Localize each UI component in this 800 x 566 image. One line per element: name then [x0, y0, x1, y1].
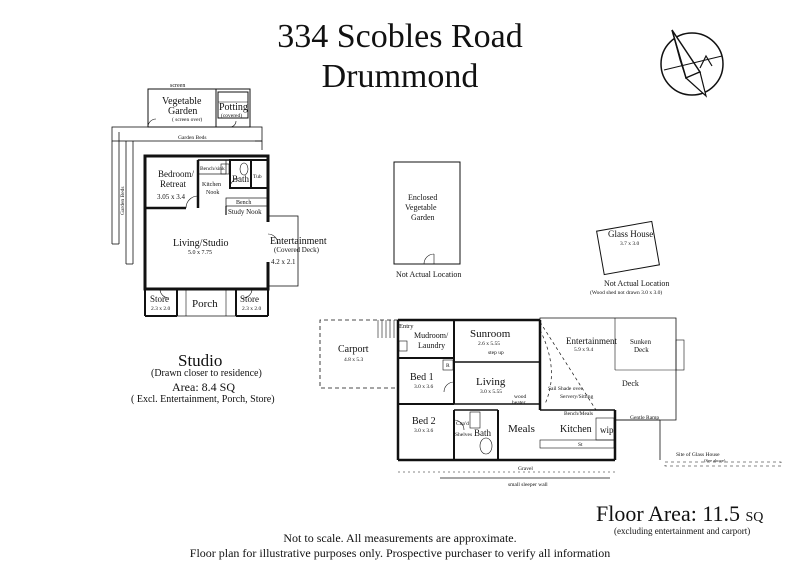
bed2-label: Bed 2: [412, 416, 436, 427]
studio-store-right: Store: [240, 294, 259, 304]
studio-bedroom-label: Bedroom/: [158, 169, 194, 179]
wood-shed-note: (Wood shed not drawn 3.0 x 3.0): [590, 289, 662, 296]
glass-house-size: 3.7 x 3.0: [620, 241, 640, 247]
studio-veg-garden-label: Vegetable: [162, 96, 202, 107]
title-line-2: Drummond: [321, 58, 479, 95]
glass-not-actual-location: Not Actual Location: [604, 279, 669, 288]
gravel-label: Gravel: [518, 466, 533, 472]
carport-label: Carport: [338, 344, 369, 355]
sail-shade-label: Sail Shade over: [548, 386, 583, 392]
studio-potting-note: (covered): [221, 112, 242, 119]
studio-entertainment-size: 4.2 x 2.1: [271, 258, 296, 266]
gentle-ramp-label: Gentle Ramp: [630, 415, 659, 421]
meals-label: Meals: [508, 423, 535, 435]
veg-not-actual-location: Not Actual Location: [396, 270, 461, 279]
floor-area-note: (excluding entertainment and carport): [614, 526, 751, 536]
bed1-size: 3.0 x 3.6: [414, 384, 434, 390]
sunroom-size: 2.6 x 5.55: [478, 341, 500, 347]
north-arrow-icon: [660, 29, 724, 98]
servery-label: Servery/Sitting: [560, 394, 594, 400]
see-above-label: (See above): [704, 458, 726, 463]
studio-subheading: (Drawn closer to residence): [151, 368, 262, 379]
studio-bedroom-label-2: Retreat: [160, 179, 186, 189]
wood-heater-label-1: wood: [514, 394, 526, 400]
studio-kitchen-nook: Kitchen: [202, 182, 221, 188]
studio-screen-label: screen: [170, 83, 185, 89]
sunroom-label: Sunroom: [470, 328, 511, 340]
studio-bench-label: Bench: [236, 200, 251, 206]
cupd-label: Cup'd: [456, 421, 469, 427]
wood-heater-label-2: heater: [512, 400, 526, 406]
sunken-deck-label-2: Deck: [634, 346, 649, 354]
studio-bench-sink: Bench/sink: [200, 166, 225, 172]
deck-label: Deck: [622, 379, 639, 388]
floor-area-value: Floor Area: 11.5 SQ: [596, 501, 764, 526]
studio-tub-label: Tub: [253, 174, 262, 180]
bed1-label: Bed 1: [410, 372, 434, 383]
sleeper-wall-label: small sleeper wall: [508, 482, 548, 488]
studio-plan: [111, 88, 299, 317]
laundry-label: Laundry: [418, 341, 445, 350]
studio-store-left: Store: [150, 294, 169, 304]
studio-living-label: Living/Studio: [173, 238, 229, 249]
kitchen-label: Kitchen: [560, 424, 592, 435]
studio-veg-garden-note: ( screen over): [172, 116, 202, 123]
residence-plan: [319, 317, 782, 479]
residence-entertainment-size: 5.9 x 9.4: [574, 347, 594, 353]
studio-porch: Porch: [192, 298, 218, 310]
mudroom-label: Mudroom/: [414, 331, 449, 340]
studio-potting-label: Potting: [219, 102, 248, 113]
studio-study-nook: Study Nook: [228, 208, 262, 216]
glass-house-label: Glass House: [608, 229, 653, 239]
wc-label: R: [446, 363, 450, 369]
living-size: 3.0 x 5.55: [480, 389, 502, 395]
disclaimer-line-1: Not to scale. All measurements are appro…: [283, 531, 517, 545]
studio-kitchen-nook-2: Nook: [206, 190, 219, 196]
shelves-label: Shelves: [455, 432, 472, 438]
carport-size: 4.8 x 5.3: [344, 357, 364, 363]
st-label: St: [578, 442, 583, 448]
studio-veg-garden-label-2: Garden: [168, 106, 197, 117]
site-glass-house-label: Site of Glass House: [676, 451, 720, 458]
studio-store-left-size: 2.3 x 2.0: [151, 306, 171, 312]
living-label: Living: [476, 376, 506, 388]
sunken-deck-label-1: Sunken: [630, 338, 652, 346]
studio-area-note: ( Excl. Entertainment, Porch, Store): [131, 394, 275, 405]
studio-bath-label: Bath: [232, 174, 249, 184]
studio-entertainment-label: Entertainment: [270, 236, 327, 247]
step-up-label: step up: [488, 350, 504, 356]
wip-label: wip: [600, 425, 614, 435]
veg-garden-label-3: Garden: [411, 213, 435, 222]
veg-garden-label-1: Enclosed: [408, 193, 437, 202]
enclosed-vegetable-garden: [393, 161, 461, 265]
glass-house: [596, 220, 660, 276]
studio-store-right-size: 2.3 x 2.0: [242, 306, 262, 312]
studio-living-size: 5.0 x 7.75: [188, 250, 212, 256]
studio-entertainment-note: (Covered Deck): [274, 246, 320, 254]
studio-garden-beds-side: Garden Beds: [120, 186, 126, 215]
studio-bedroom-size: 3.05 x 3.4: [157, 193, 186, 201]
title-line-1: 334 Scobles Road: [277, 18, 523, 55]
entry-label: Entry: [399, 323, 414, 330]
veg-garden-label-2: Vegetable: [405, 203, 437, 212]
disclaimer-line-2: Floor plan for illustrative purposes onl…: [189, 546, 611, 560]
studio-heading: Studio: [178, 351, 223, 370]
residence-entertainment-label: Entertainment: [566, 336, 617, 346]
studio-area: Area: 8.4 SQ: [172, 380, 235, 394]
bed2-size: 3.0 x 3.6: [414, 428, 434, 434]
studio-garden-beds-top: Garden Beds: [178, 135, 207, 141]
bath-label: Bath: [474, 428, 491, 438]
bench-meals-label: Bench/Meals: [564, 411, 593, 417]
